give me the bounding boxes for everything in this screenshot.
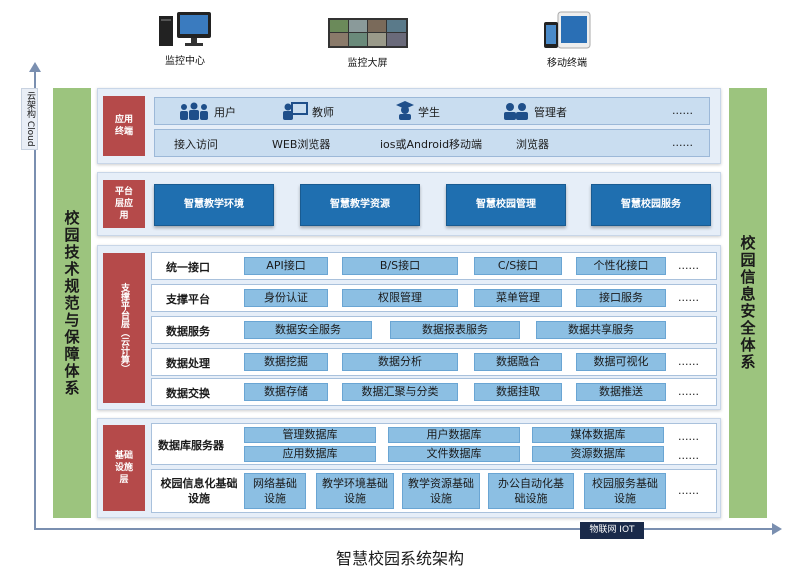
- platform-box-teaching-env: 智慧教学环境: [154, 184, 274, 226]
- user-roles-row: [154, 97, 710, 125]
- student-icon: [396, 101, 414, 120]
- device-monitor-center: 监控中心: [150, 10, 220, 67]
- access-row: [154, 129, 710, 157]
- db-server-title: 数据库服务器: [158, 439, 224, 452]
- security-system-column: 校园信息安全体系: [729, 88, 767, 518]
- chip-data-fusion: 数据融合: [474, 353, 562, 371]
- db-more-1: ......: [678, 430, 699, 443]
- chip-menu-mgmt: 菜单管理: [474, 289, 562, 307]
- users-group-icon: [180, 102, 208, 120]
- chip-data-visual: 数据可视化: [576, 353, 666, 371]
- teacher-icon: [283, 102, 308, 120]
- chip-file-db: 文件数据库: [388, 446, 520, 462]
- chip-network-infra: 网络基础设施: [244, 473, 306, 509]
- video-wall-icon: [327, 18, 408, 48]
- access-label: 接入访问: [174, 138, 218, 151]
- admin-icon: [504, 103, 528, 120]
- platform-box-campus-service: 智慧校园服务: [591, 184, 711, 226]
- chip-teaching-env-infra: 教学环境基础设施: [316, 473, 394, 509]
- chip-bs-interface: B/S接口: [342, 257, 458, 275]
- row-title-platform: 支撑平台: [166, 293, 210, 306]
- chip-data-report: 数据报表服务: [390, 321, 520, 339]
- row-title-interface: 统一接口: [166, 261, 210, 274]
- chip-data-aggregate: 数据汇聚与分类: [342, 383, 458, 401]
- chip-data-fetch: 数据挂取: [474, 383, 562, 401]
- iot-axis-arrow: [772, 523, 782, 535]
- row-more: ......: [678, 385, 699, 398]
- access-web-browser: WEB浏览器: [272, 138, 331, 151]
- platform-box-campus-mgmt: 智慧校园管理: [446, 184, 566, 226]
- row-title-data-exchange: 数据交换: [166, 387, 210, 400]
- infrastructure-tag: 基础设施层: [103, 425, 145, 511]
- chip-data-mining: 数据挖掘: [244, 353, 328, 371]
- iot-axis: [34, 528, 774, 530]
- chip-data-storage: 数据存储: [244, 383, 328, 401]
- role-admin: 管理者: [534, 106, 567, 119]
- row-more: ......: [678, 355, 699, 368]
- chip-mgmt-db: 管理数据库: [244, 427, 376, 443]
- chip-data-share: 数据共享服务: [536, 321, 666, 339]
- chip-data-analysis: 数据分析: [342, 353, 458, 371]
- platform-box-teaching-res: 智慧教学资源: [300, 184, 420, 226]
- info-infra-more: ......: [678, 484, 699, 497]
- db-more-2: ......: [678, 449, 699, 462]
- support-platform-tag: 支撑平台层（云计算）: [103, 253, 145, 403]
- chip-custom-interface: 个性化接口: [576, 257, 666, 275]
- role-teacher: 教师: [312, 106, 334, 119]
- cloud-axis: [34, 70, 36, 530]
- row-more: ......: [678, 259, 699, 272]
- chip-cs-interface: C/S接口: [474, 257, 562, 275]
- cloud-axis-label: 云架构 Cloud: [21, 88, 38, 150]
- chip-auth: 身份认证: [244, 289, 328, 307]
- app-terminal-tag: 应用终端: [103, 96, 145, 156]
- chip-user-db: 用户数据库: [388, 427, 520, 443]
- desktop-computer-icon: [159, 12, 211, 46]
- device-mobile: 移动终端: [532, 10, 602, 69]
- chip-resource-db: 资源数据库: [532, 446, 664, 462]
- device-label: 监控中心: [165, 56, 205, 67]
- device-label: 移动终端: [547, 58, 587, 69]
- access-browser: 浏览器: [516, 138, 549, 151]
- chip-permission: 权限管理: [342, 289, 458, 307]
- role-user: 用户: [214, 106, 236, 119]
- chip-data-security: 数据安全服务: [244, 321, 372, 339]
- chip-teaching-res-infra: 教学资源基础设施: [402, 473, 480, 509]
- device-video-wall: 监控大屏: [325, 16, 410, 69]
- row-title-data-service: 数据服务: [166, 325, 210, 338]
- row-title-data-processing: 数据处理: [166, 357, 210, 370]
- chip-app-db: 应用数据库: [244, 446, 376, 462]
- role-student: 学生: [418, 106, 440, 119]
- cloud-axis-arrow: [29, 62, 41, 72]
- platform-app-tag: 平台层应用: [103, 180, 145, 228]
- chip-interface-service: 接口服务: [576, 289, 666, 307]
- diagram-caption: 智慧校园系统架构: [335, 549, 464, 568]
- chip-office-infra: 办公自动化基础设施: [488, 473, 574, 509]
- device-label: 监控大屏: [347, 58, 388, 69]
- mobile-devices-icon: [544, 11, 591, 49]
- role-more: ......: [672, 104, 693, 117]
- info-infra-title: 校园信息化基础设施: [160, 477, 238, 505]
- access-more: ......: [672, 136, 693, 149]
- tech-standards-column: 校园技术规范与保障体系: [53, 88, 91, 518]
- row-more: ......: [678, 291, 699, 304]
- chip-media-db: 媒体数据库: [532, 427, 664, 443]
- chip-campus-service-infra: 校园服务基础设施: [584, 473, 666, 509]
- access-mobile: ios或Android移动端: [380, 138, 483, 151]
- iot-axis-label: 物联网 IOT: [580, 522, 644, 539]
- chip-data-push: 数据推送: [576, 383, 666, 401]
- chip-api-interface: API接口: [244, 257, 328, 275]
